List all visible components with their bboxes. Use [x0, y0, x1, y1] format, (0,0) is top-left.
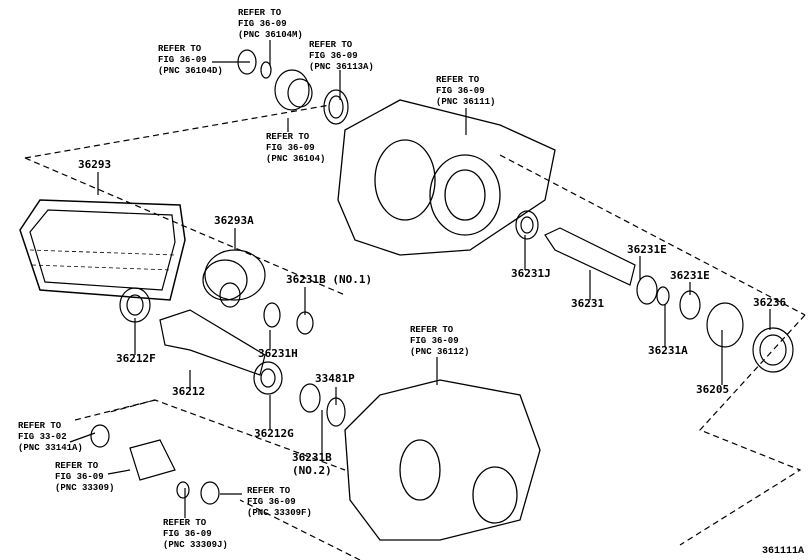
figure-id: 361111A [762, 546, 805, 557]
pnc-line: (PNC 36111) [436, 97, 496, 107]
part-36231B-no1[interactable]: 36231B (NO.1) [286, 273, 373, 286]
pnc-line: (PNC 33141A) [18, 443, 83, 453]
pnc-line: (PNC 36104) [266, 154, 326, 164]
part-36293A[interactable]: 36293A [214, 214, 254, 227]
pnc-line: (PNC 33309J) [163, 540, 228, 550]
refer-line: REFER TO [238, 8, 282, 18]
refer-line: REFER TO [309, 40, 353, 50]
rings [90, 49, 794, 505]
part-36231E-1[interactable]: 36231E [627, 243, 667, 256]
fig-line: FIG 36-09 [436, 86, 485, 96]
part-36231B-no2[interactable]: 36231B(NO.2) [292, 451, 332, 477]
sprocket-36293A [202, 249, 266, 308]
fig-line: FIG 36-09 [247, 497, 296, 507]
pnc-line: (PNC 36104D) [158, 66, 223, 76]
part-36231H[interactable]: 36231H [258, 347, 298, 360]
part-36231[interactable]: 36231 [571, 297, 605, 310]
refer-line: REFER TO [158, 44, 202, 54]
fig-line: FIG 36-09 [238, 19, 287, 29]
pnc-line: (PNC 36113A) [309, 62, 374, 72]
part-36231J[interactable]: 36231J [511, 267, 551, 280]
pnc-line: (PNC 36104M) [238, 30, 303, 40]
rear-case [344, 379, 541, 541]
part-number: 36231B [292, 451, 332, 464]
fig-line: FIG 36-09 [158, 55, 207, 65]
part-36212[interactable]: 36212 [172, 385, 206, 398]
part-36236[interactable]: 36236 [753, 296, 787, 309]
refer-line: REFER TO [163, 518, 207, 528]
pnc-line: (PNC 33309) [55, 483, 115, 493]
fig-line: FIG 36-09 [309, 51, 358, 61]
fig-line: FIG 33-02 [18, 432, 67, 442]
part-33481P[interactable]: 33481P [315, 372, 355, 385]
fig-line: FIG 36-09 [55, 472, 104, 482]
part-36212F[interactable]: 36212F [116, 352, 156, 365]
refer-line: REFER TO [410, 325, 454, 335]
refer-line: REFER TO [18, 421, 62, 431]
pnc-line: (PNC 33309F) [247, 508, 312, 518]
refer-line: REFER TO [436, 75, 480, 85]
drive-chain-36293 [19, 199, 186, 301]
pnc-line: (PNC 36112) [410, 347, 470, 357]
fig-line: FIG 36-09 [163, 529, 212, 539]
fig-line: FIG 36-09 [266, 143, 315, 153]
shafts [129, 227, 636, 481]
leader-lines [69, 40, 771, 518]
part-36293[interactable]: 36293 [78, 158, 112, 171]
refer-line: REFER TO [266, 132, 310, 142]
assembly-dashed-lines [24, 104, 806, 560]
part-qualifier: (NO.2) [292, 464, 332, 477]
refer-line: REFER TO [247, 486, 291, 496]
fig-line: FIG 36-09 [410, 336, 459, 346]
refer-line: REFER TO [55, 461, 99, 471]
part-36212G[interactable]: 36212G [254, 427, 294, 440]
part-36231A[interactable]: 36231A [648, 344, 688, 357]
part-36205[interactable]: 36205 [696, 383, 730, 396]
front-case [337, 99, 556, 256]
part-36231E-2[interactable]: 36231E [670, 269, 710, 282]
